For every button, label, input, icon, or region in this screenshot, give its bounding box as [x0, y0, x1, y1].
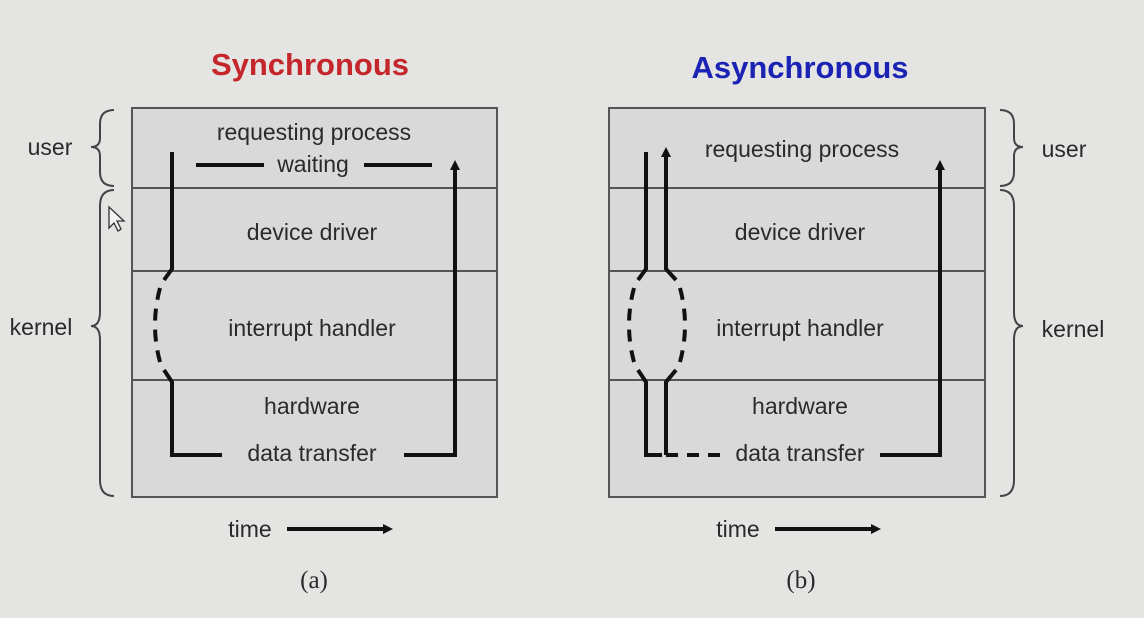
- sync-title: Synchronous: [211, 47, 409, 82]
- async-flow-to-hardware: [636, 368, 662, 457]
- mouse-cursor-icon: [108, 205, 126, 232]
- async-layer-interrupt-handler: interrupt handler: [716, 315, 884, 341]
- async-flow-return-early: [661, 147, 678, 282]
- sync-panel-box: [131, 107, 498, 498]
- async-layer-hardware: hardware: [752, 393, 848, 419]
- async-kernel-brace: [999, 189, 1024, 497]
- async-time-label: time: [716, 516, 759, 542]
- async-caption: (b): [786, 567, 815, 594]
- async-user-brace: [999, 109, 1024, 187]
- sync-kernel-label: kernel: [10, 314, 73, 340]
- async-layer-device-driver: device driver: [735, 219, 866, 245]
- async-flow-interrupt-dashed-left: [627, 287, 636, 363]
- async-kernel-label: kernel: [1042, 316, 1105, 342]
- sync-flow-to-hardware: [162, 368, 222, 457]
- sync-caption: (a): [300, 567, 328, 594]
- sync-user-brace: [90, 109, 115, 187]
- async-title: Asynchronous: [691, 50, 908, 85]
- sync-flow-return-arrow: [404, 160, 460, 457]
- sync-layer-hardware: hardware: [264, 393, 360, 419]
- sync-kernel-brace: [90, 189, 115, 497]
- async-flow-interrupt-dashed-right: [678, 287, 687, 363]
- sync-time-label: time: [228, 516, 271, 542]
- sync-transfer-label: data transfer: [247, 440, 376, 466]
- async-transfer-label: data transfer: [735, 440, 864, 466]
- sync-layer-device-driver: device driver: [247, 219, 378, 245]
- async-flow-hardware-branch: [664, 368, 678, 455]
- sync-user-label: user: [28, 134, 73, 160]
- sync-layer-interrupt-handler: interrupt handler: [228, 315, 396, 341]
- sync-flow-interrupt-dashed: [153, 287, 162, 363]
- sync-layer-requesting-process: requesting process: [217, 119, 411, 145]
- async-flow-return-arrow: [880, 160, 945, 457]
- async-panel-box: [608, 107, 986, 498]
- async-user-label: user: [1042, 136, 1087, 162]
- sync-waiting-label: waiting: [276, 151, 349, 177]
- async-flow-down: [636, 152, 648, 282]
- sync-flow-down: [162, 152, 174, 282]
- async-layer-requesting-process: requesting process: [705, 136, 899, 162]
